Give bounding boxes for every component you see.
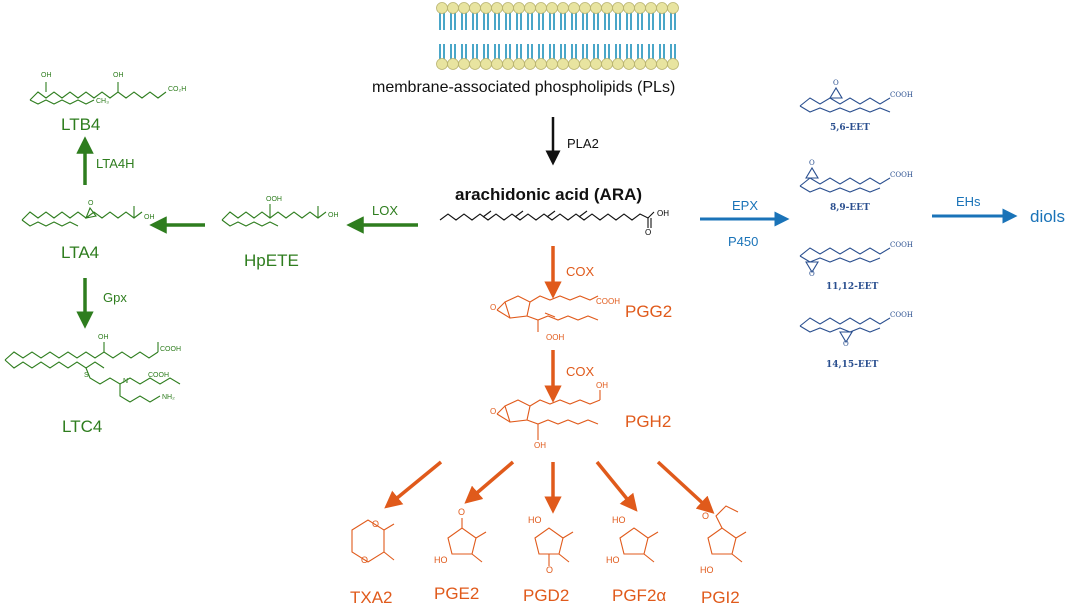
eet-11-12-label: 11,12-EET xyxy=(826,282,879,292)
membrane-label: membrane-associated phospholipids (PLs) xyxy=(372,79,676,96)
pgh2-structure xyxy=(496,390,601,440)
pgd2-structure xyxy=(534,527,574,566)
hpete-structure xyxy=(221,211,327,221)
enzyme-gpx: Gpx xyxy=(103,290,127,305)
eet-5-6-cooh: COOH xyxy=(890,91,913,99)
lipid-head xyxy=(667,2,679,14)
ltc4-label: LTC4 xyxy=(62,417,103,436)
pge2-structure xyxy=(447,518,487,563)
product-txa2: TXA2 xyxy=(350,588,393,607)
enzyme-lox: LOX xyxy=(372,203,399,218)
pgi2-o: O xyxy=(702,511,710,521)
arrow-to-txa2 xyxy=(384,460,443,509)
enzyme-epx: EPX xyxy=(732,198,759,213)
product-pgi2: PGI2 xyxy=(701,588,740,607)
pgd2-ho: HO xyxy=(528,515,542,525)
hpete-ooh: OOH xyxy=(266,196,282,203)
pgg2-structure xyxy=(496,295,599,332)
eet-14-15-o: O xyxy=(843,340,849,348)
ltc4-structure xyxy=(4,351,159,361)
eet-8-9-o: O xyxy=(809,159,815,167)
ltb4-oh-1: OH xyxy=(41,72,52,79)
ltc4-s: S xyxy=(84,372,89,379)
arrow-to-pgi2 xyxy=(656,460,715,514)
ltb4-ch3: CH₃ xyxy=(96,98,109,105)
ltb4-structure xyxy=(29,91,167,101)
enzyme-cox-2: COX xyxy=(566,364,595,379)
pgg2-ooh: OOH xyxy=(546,333,565,342)
ara-structure xyxy=(439,211,655,221)
pgf2a-ho-bottom: HO xyxy=(606,555,620,565)
lta4-structure xyxy=(21,211,143,221)
product-pgd2: PGD2 xyxy=(523,586,570,605)
eet-14-15-cooh: COOH xyxy=(890,311,913,319)
lta4-o: O xyxy=(88,200,94,207)
ltb4-co2h: CO₂H xyxy=(168,86,187,93)
ltc4-nh2: NH₂ xyxy=(162,394,175,401)
pgg2-label: PGG2 xyxy=(625,302,673,321)
pgh2-label: PGH2 xyxy=(625,412,672,431)
eet-11-12-structure xyxy=(799,247,891,274)
ltb4-label: LTB4 xyxy=(61,115,101,134)
pgh2-oh-top: OH xyxy=(596,381,608,390)
enzyme-ehs: EHs xyxy=(956,194,981,209)
pgf2a-structure xyxy=(619,527,659,563)
ara-label: arachidonic acid (ARA) xyxy=(455,185,643,204)
pgg2-o: O xyxy=(490,303,497,312)
ltc4-oh: OH xyxy=(98,334,109,341)
enzyme-pla2: PLA2 xyxy=(567,136,599,151)
eet-5-6-label: 5,6-EET xyxy=(830,123,870,133)
eet-8-9-cooh: COOH xyxy=(890,171,913,179)
arrow-to-pgf2a xyxy=(595,460,638,512)
enzyme-lta4h: LTA4H xyxy=(96,156,135,171)
pgd2-o: O xyxy=(546,565,554,575)
txa2-o-bottom: O xyxy=(361,555,369,565)
product-pgf2a: PGF2α xyxy=(612,586,667,605)
ara-oh-label: OH xyxy=(657,209,669,218)
hpete-label: HpETE xyxy=(244,251,299,270)
eet-14-15-label: 14,15-EET xyxy=(826,360,879,370)
lta4-oh: OH xyxy=(144,214,155,221)
ltb4-oh-2: OH xyxy=(113,72,124,79)
arrow-to-pge2 xyxy=(464,460,515,504)
ltc4-cooh-1: COOH xyxy=(160,346,181,353)
ltc4-n: N xyxy=(123,378,129,385)
pge2-ho: HO xyxy=(434,555,448,565)
enzyme-cox-1: COX xyxy=(566,264,595,279)
eet-5-6-o: O xyxy=(833,79,839,87)
eet-11-12-cooh: COOH xyxy=(890,241,913,249)
membrane-bilayer-illustration xyxy=(436,2,679,70)
lta4-label: LTA4 xyxy=(61,243,100,262)
eet-5-6-structure xyxy=(799,86,891,113)
product-pge2: PGE2 xyxy=(434,584,480,603)
eet-8-9-label: 8,9-EET xyxy=(830,203,870,213)
eet-14-15-structure xyxy=(799,317,891,344)
pgh2-o: O xyxy=(490,407,497,416)
pgg2-cooh: COOH xyxy=(596,297,620,306)
ltc4-cooh-2: COOH xyxy=(148,372,169,379)
lipid-head xyxy=(667,58,679,70)
txa2-o-top: O xyxy=(372,519,380,529)
pgi2-structure xyxy=(707,505,747,563)
pge2-o: O xyxy=(458,507,466,517)
eet-11-12-o: O xyxy=(809,270,815,278)
ara-o-label: O xyxy=(645,228,652,237)
pgi2-ho: HO xyxy=(700,565,714,575)
txa2-structure xyxy=(351,519,395,563)
enzyme-p450: P450 xyxy=(728,234,759,249)
pgf2a-ho-top: HO xyxy=(612,515,626,525)
pgh2-oh: OH xyxy=(534,441,546,450)
hpete-oh: OH xyxy=(328,212,339,219)
eet-8-9-structure xyxy=(799,166,891,193)
diols-label: diols xyxy=(1030,207,1065,226)
